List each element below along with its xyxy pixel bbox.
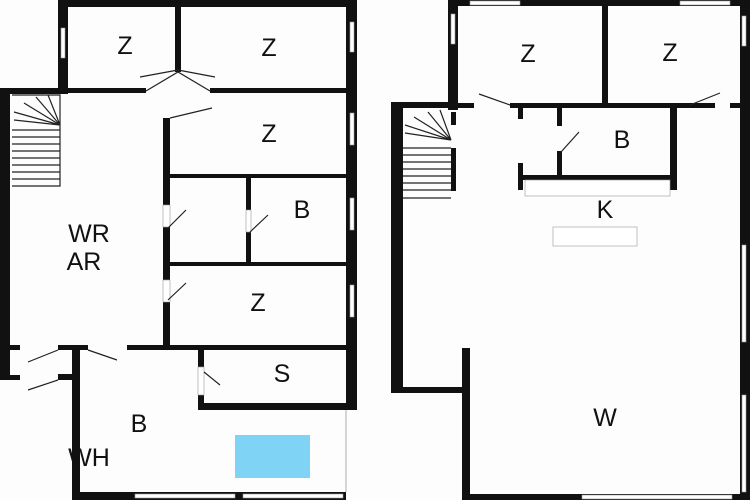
room-label-bathroom: B [130,410,148,438]
room-label-bathroom: B [293,196,311,224]
room-label-bedroom: Z [662,39,678,67]
left-floor-walls [0,0,357,500]
room-label-bathroom: B [613,126,631,154]
room-label-living: W [593,404,617,432]
room-label-ar: AR [66,248,102,276]
room-label-bedroom: Z [117,32,133,60]
room-label-bedroom: Z [250,289,266,317]
left-floor-doors [27,69,347,492]
right-floor-doors [478,92,721,153]
room-label-bedroom: Z [261,120,277,148]
room-label-bedroom: Z [261,34,277,62]
right-floor-walls [391,0,750,500]
pool [235,435,310,478]
room-label-wr: WR [68,220,110,248]
right-stairs [403,109,452,199]
right-floor-windows [450,0,747,500]
room-label-kitchen: K [596,196,614,224]
room-label-wh: WH [68,444,110,472]
room-label-bedroom: Z [520,40,536,68]
room-label-storage: S [273,360,291,388]
left-stairs [12,94,61,187]
left-floor-windows [60,21,355,499]
